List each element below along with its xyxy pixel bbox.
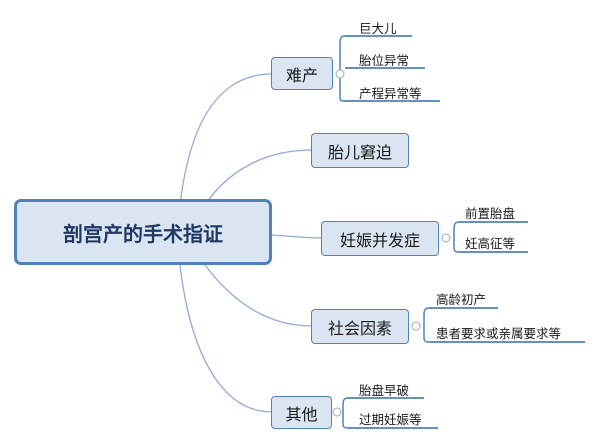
bracket-difficult-labor: [339, 35, 346, 102]
branch-social-factors[interactable]: 社会因素: [311, 309, 409, 344]
branch-label: 胎儿窘迫: [327, 142, 392, 162]
root-topic[interactable]: 剖宫产的手术指证: [14, 199, 272, 265]
branch-label: 难产: [285, 65, 318, 85]
bracket-complications: [453, 221, 460, 253]
branch-label: 社会因素: [327, 318, 392, 338]
branch-fetal-distress[interactable]: 胎儿窘迫: [311, 133, 409, 168]
root-topic-label: 剖宫产的手术指证: [63, 221, 223, 246]
branch-difficult-labor[interactable]: 难产: [271, 57, 333, 90]
leaf-patient-request[interactable]: 患者要求或亲属要求等: [436, 326, 562, 341]
leaf-gestational-hypertension[interactable]: 妊高征等: [465, 236, 516, 251]
branch-label: 其他: [285, 404, 318, 424]
leaf-abnormal-labor[interactable]: 产程异常等: [359, 86, 422, 101]
branch-other[interactable]: 其他: [271, 396, 332, 429]
branch-label: 妊娠并发症: [339, 230, 420, 250]
leaf-placenta-previa[interactable]: 前置胎盘: [465, 206, 516, 221]
leaf-premature-placental-abruption[interactable]: 胎盘早破: [359, 383, 410, 398]
bracket-social: [423, 307, 430, 343]
root-link-difficult-labor: [179, 73, 273, 206]
leaf-post-term-pregnancy[interactable]: 过期妊娠等: [359, 412, 422, 427]
root-link-complications: [271, 234, 323, 239]
leaf-macrosomia[interactable]: 巨大儿: [359, 21, 397, 36]
root-link-social: [204, 264, 313, 327]
branch-pregnancy-complications[interactable]: 妊娠并发症: [321, 221, 439, 256]
root-link-fetal-distress: [204, 149, 313, 206]
leaf-abnormal-fetal-position[interactable]: 胎位异常: [359, 53, 410, 68]
leaf-advanced-maternal-age[interactable]: 高龄初产: [436, 292, 487, 307]
bracket-other: [342, 397, 349, 429]
root-link-other: [179, 264, 273, 413]
